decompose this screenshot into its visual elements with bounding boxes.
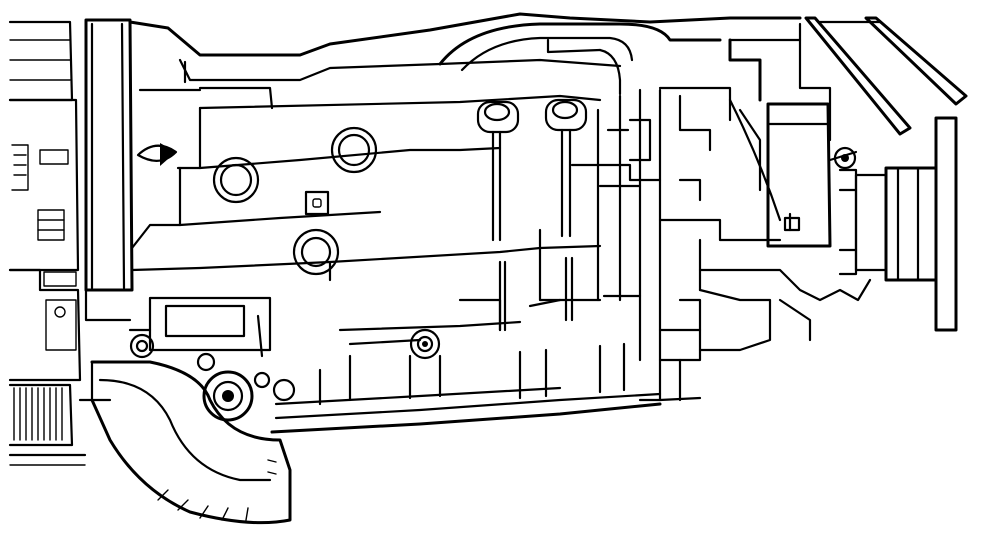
extension-housing — [572, 18, 966, 400]
left-mount-bolt — [131, 335, 153, 357]
engine-side-section — [10, 22, 85, 465]
solenoid-module — [768, 104, 830, 246]
case-boss-middle — [214, 158, 258, 202]
wiring-harness — [92, 362, 290, 523]
case-boss-lower — [294, 230, 338, 274]
speed-sensor — [198, 354, 294, 420]
lower-front-components — [80, 298, 294, 523]
pan-bolt — [411, 330, 439, 358]
case-boss-upper — [332, 128, 376, 172]
threaded-coil-section — [14, 388, 62, 440]
output-shaft-yoke — [840, 118, 956, 330]
module-bolt — [830, 148, 856, 168]
cooler-line-tube — [440, 24, 720, 94]
sensor-stud-left — [478, 102, 518, 240]
sensor-stud-right — [546, 100, 586, 236]
oil-pan — [272, 296, 660, 432]
bell-housing-flange — [86, 20, 132, 320]
shift-linkage-rods — [800, 18, 966, 134]
